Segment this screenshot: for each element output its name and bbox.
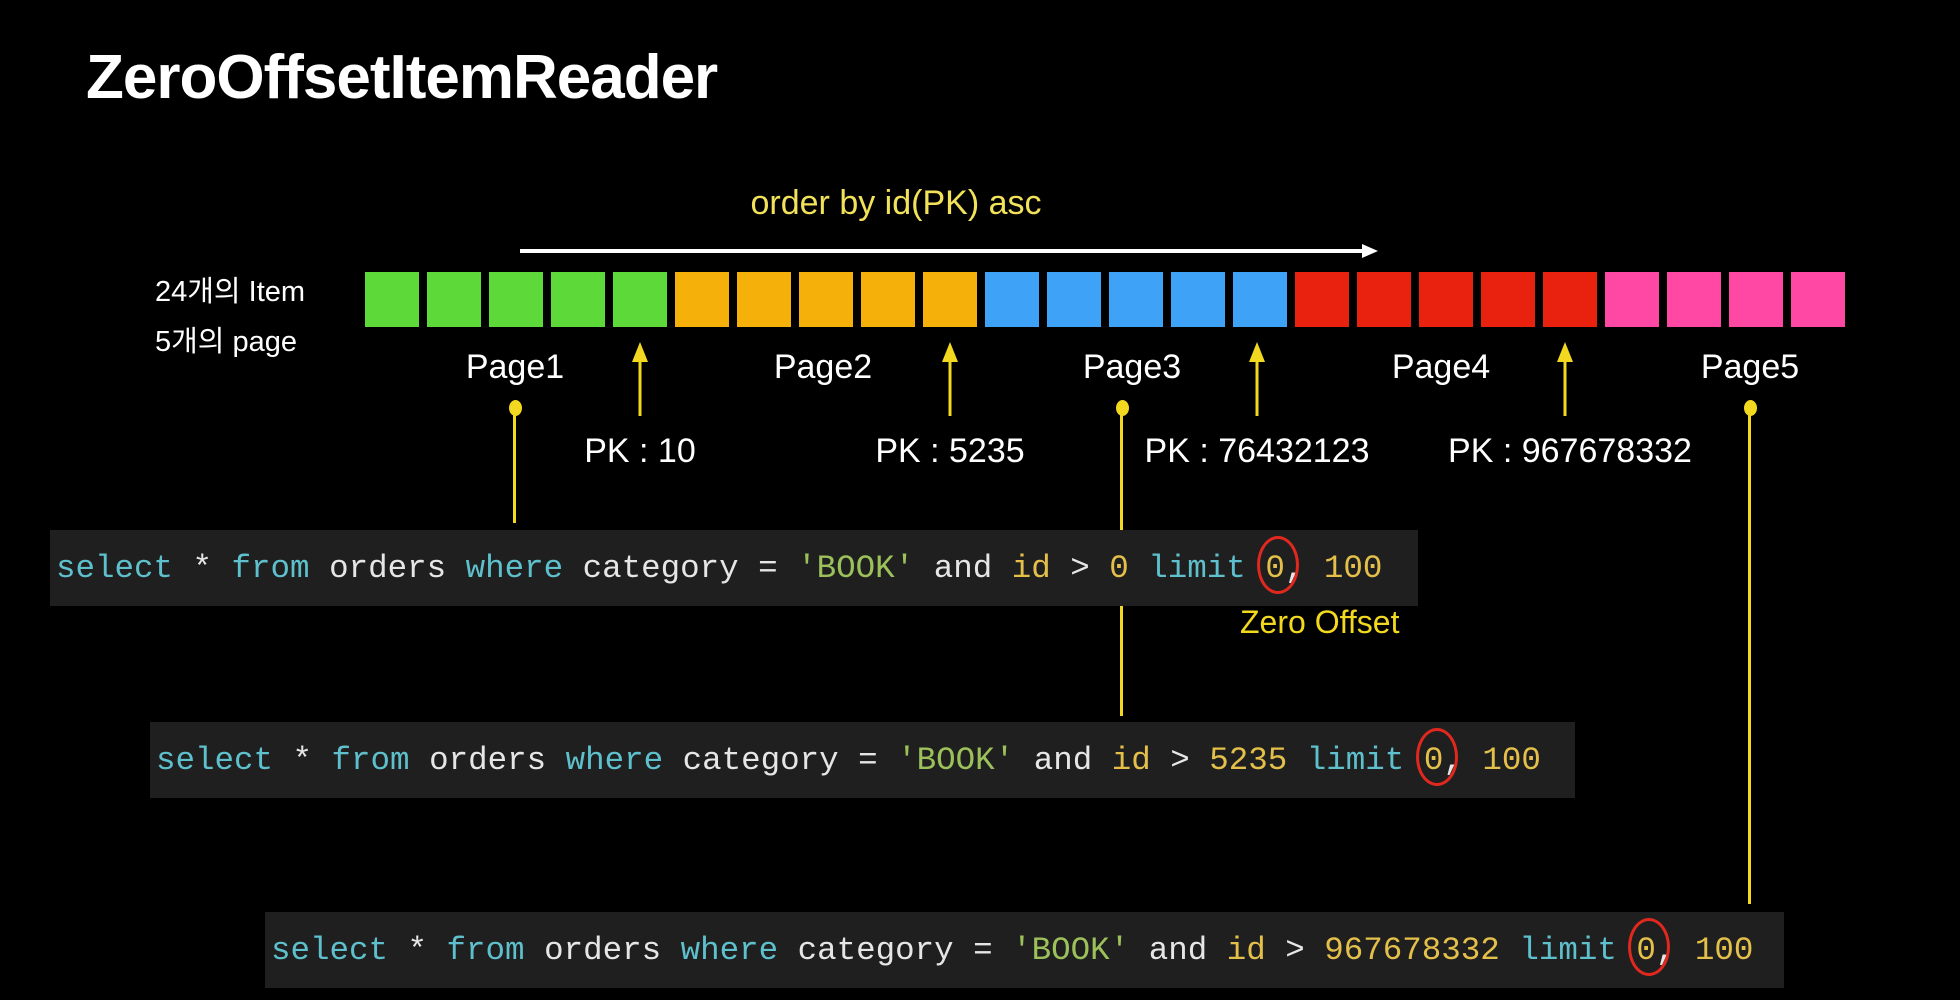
query-token: select	[56, 549, 174, 587]
item-square-page2	[675, 272, 729, 327]
up-arrow-icon	[1249, 342, 1265, 416]
query-token: where	[465, 549, 564, 587]
offset-zero-highlight: 0	[1416, 727, 1458, 786]
query-token: where	[565, 741, 664, 779]
zero-offset-label: Zero Offset	[1240, 604, 1400, 640]
item-square-page5	[1605, 272, 1659, 327]
item-square-page3	[985, 272, 1039, 327]
query-token: from	[446, 931, 525, 969]
item-square-page4	[1357, 272, 1411, 327]
query-token: select	[271, 931, 389, 969]
query-token: from	[231, 549, 310, 587]
query-token: 5235	[1209, 741, 1288, 779]
item-square-page5	[1791, 272, 1845, 327]
page-count-label: 5개의 page	[155, 326, 298, 358]
query-token: and	[1129, 931, 1227, 969]
up-arrow-icon	[1557, 342, 1573, 416]
pk-label-3: PK : 76432123	[1144, 432, 1370, 470]
query-2: select * from orders where category = 'B…	[150, 722, 1575, 798]
item-square-page4	[1481, 272, 1535, 327]
item-row	[365, 272, 1845, 327]
item-square-page3	[1047, 272, 1101, 327]
item-count-label: 24개의 Item	[155, 276, 306, 308]
page-label-2: Page2	[773, 348, 873, 386]
query-token: 100	[1323, 549, 1383, 587]
slide-title: ZeroOffsetItemReader	[86, 43, 718, 112]
query-token: 'BOOK'	[797, 549, 915, 587]
item-square-page1	[365, 272, 419, 327]
item-square-page3	[1109, 272, 1163, 327]
query-token: id	[1011, 549, 1051, 587]
query-token: 100	[1694, 931, 1754, 969]
query-token: *	[273, 741, 332, 779]
query-token: limit	[1519, 931, 1617, 969]
item-square-page1	[613, 272, 667, 327]
pk-label-2: PK : 5235	[875, 432, 1025, 470]
query-token: and	[1014, 741, 1112, 779]
query-1: select * from orders where category = 'B…	[50, 530, 1418, 606]
order-label: order by id(PK) asc	[750, 184, 1042, 222]
connector-line	[513, 408, 516, 523]
item-square-page1	[551, 272, 605, 327]
offset-zero-highlight: 0	[1628, 917, 1670, 976]
item-square-page3	[1171, 272, 1225, 327]
connector-line	[1748, 408, 1751, 904]
offset-zero-highlight: 0	[1257, 535, 1299, 594]
query-token: from	[331, 741, 410, 779]
page-label-5: Page5	[1700, 348, 1800, 386]
item-square-page4	[1419, 272, 1473, 327]
query-token: >	[1265, 931, 1325, 969]
query-token: 'BOOK'	[1012, 931, 1130, 969]
query-token	[1500, 932, 1520, 969]
item-square-page1	[489, 272, 543, 327]
query-token: category =	[563, 549, 798, 587]
up-arrow-icon	[632, 342, 648, 416]
query-token: >	[1050, 549, 1110, 587]
query-token: limit	[1306, 741, 1405, 779]
page-label-4: Page4	[1391, 348, 1491, 386]
query-token: where	[680, 931, 779, 969]
query-token: orders	[309, 549, 466, 587]
query-token: >	[1150, 741, 1210, 779]
query-token: orders	[409, 741, 566, 779]
item-square-page2	[799, 272, 853, 327]
query-token: 967678332	[1324, 931, 1500, 969]
query-token: *	[173, 549, 232, 587]
item-square-page1	[427, 272, 481, 327]
item-square-page2	[861, 272, 915, 327]
item-square-page5	[1729, 272, 1783, 327]
item-square-page4	[1295, 272, 1349, 327]
page-label-3: Page3	[1082, 348, 1182, 386]
item-square-page2	[737, 272, 791, 327]
query-token: category =	[778, 931, 1013, 969]
query-token: 100	[1482, 741, 1541, 779]
query-token: 0	[1109, 549, 1129, 587]
query-token: and	[914, 549, 1012, 587]
query-token: 'BOOK'	[897, 741, 1015, 779]
order-arrow-icon	[520, 244, 1378, 258]
query-token: select	[156, 741, 274, 779]
query-token: limit	[1148, 549, 1246, 587]
pk-label-1: PK : 10	[584, 432, 696, 470]
item-square-page5	[1667, 272, 1721, 327]
item-square-page2	[923, 272, 977, 327]
query-3: select * from orders where category = 'B…	[265, 912, 1784, 988]
up-arrow-icon	[942, 342, 958, 416]
query-token	[1287, 742, 1307, 779]
item-square-page3	[1233, 272, 1287, 327]
item-square-page4	[1543, 272, 1597, 327]
query-token: id	[1226, 931, 1266, 969]
query-token: orders	[524, 931, 681, 969]
query-token: *	[388, 931, 447, 969]
pk-label-4: PK : 967678332	[1448, 432, 1692, 470]
page-label-1: Page1	[465, 348, 565, 386]
query-token: category =	[663, 741, 898, 779]
query-token: id	[1111, 741, 1151, 779]
query-token	[1129, 550, 1149, 587]
